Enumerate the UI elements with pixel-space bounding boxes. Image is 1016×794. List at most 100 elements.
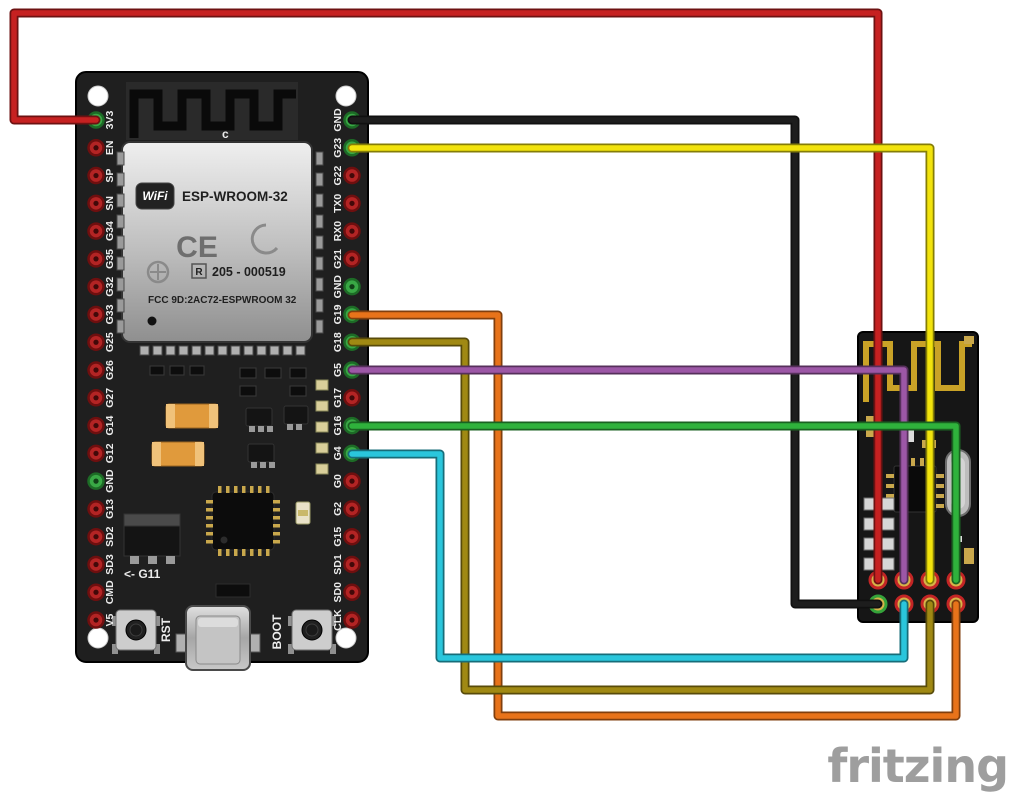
wire-signal-cyan-from-g4[interactable] bbox=[347, 449, 909, 663]
tantalum-capacitor bbox=[151, 441, 205, 467]
shield-dot bbox=[147, 316, 157, 326]
pin-hole bbox=[93, 228, 99, 234]
ground-cert-lines-icon bbox=[150, 264, 166, 280]
esp32-pin-label-clk: CLK bbox=[332, 609, 344, 631]
esp32-pin-label-sd1: SD1 bbox=[332, 554, 344, 575]
wire-signal-olive-from-g18[interactable] bbox=[349, 339, 933, 693]
esp32-devkit-board[interactable]: c WiFi ESP-WROOM-32 CE R 205 - 000519 FC… bbox=[75, 71, 369, 671]
esp32-pin-label-gnd: GND bbox=[332, 108, 344, 132]
esp32-pin-label-g13: G13 bbox=[104, 499, 116, 519]
pin-hole bbox=[93, 422, 99, 429]
module-model-label: ESP-WROOM-32 bbox=[182, 189, 288, 204]
esp32-pin-label-g19: G19 bbox=[332, 304, 344, 324]
pin-hole bbox=[93, 534, 99, 540]
wires-layer bbox=[9, 8, 961, 721]
boot-button[interactable] bbox=[288, 609, 336, 654]
pin-hole bbox=[349, 617, 355, 623]
esp32-pin-label-g17: G17 bbox=[332, 388, 344, 408]
esp32-pin-label-g35: G35 bbox=[104, 249, 116, 269]
reg-mark-box bbox=[191, 263, 207, 279]
pin-hole bbox=[93, 256, 99, 262]
pin-hole bbox=[93, 311, 99, 318]
esp32-pin-label-g0: G0 bbox=[332, 474, 344, 488]
esp32-pin-label-g2: G2 bbox=[332, 502, 344, 516]
reg-mark-letter: R bbox=[195, 267, 203, 278]
mounting-hole bbox=[335, 627, 357, 649]
wire-ground-black-from-gnd[interactable] bbox=[347, 115, 883, 609]
esp32-pin-label-sd2: SD2 bbox=[104, 526, 116, 547]
esp32-pin-label-tx0: TX0 bbox=[332, 194, 344, 213]
esp32-pin-label-gnd: GND bbox=[332, 275, 344, 299]
pin-hole bbox=[93, 617, 99, 623]
wire-signal-orange-from-g19[interactable] bbox=[349, 312, 959, 719]
pin-hole bbox=[93, 506, 99, 512]
wire-signal-purple-from-g5[interactable] bbox=[349, 367, 907, 583]
esp32-pin-label-g22: G22 bbox=[332, 165, 344, 185]
esp32-pin-label-sp: SP bbox=[104, 169, 116, 183]
esp32-pin-label-v5: V5 bbox=[104, 613, 116, 626]
pcb-antenna-trace bbox=[129, 89, 296, 138]
pin-hole bbox=[93, 367, 99, 373]
sot23-transistor bbox=[245, 407, 273, 432]
esp32-pin-label-g12: G12 bbox=[104, 443, 116, 463]
smd-passives bbox=[149, 365, 307, 397]
pin-hole bbox=[349, 228, 355, 234]
esp32-pin-label-sd0: SD0 bbox=[332, 582, 344, 603]
boot-label: BOOT bbox=[270, 614, 284, 649]
esp32-left-pin-header[interactable]: 3V3ENSPSNG34G35G32G33G25G26G27G14G12GNDG… bbox=[87, 111, 117, 629]
pin-hole bbox=[93, 589, 99, 595]
pin-hole bbox=[349, 478, 355, 484]
wire-signal-yellow-from-g23[interactable] bbox=[349, 145, 933, 583]
smd-part bbox=[215, 583, 251, 598]
esp32-pin-label-en: EN bbox=[104, 140, 116, 155]
wire-ground-black-from-gnd[interactable] bbox=[349, 117, 881, 607]
ce-mark: CE bbox=[176, 231, 218, 264]
gold-pad-column bbox=[315, 379, 329, 475]
esp32-pin-label-sd3: SD3 bbox=[104, 554, 116, 575]
pin-hole bbox=[93, 478, 99, 484]
pin-hole bbox=[349, 506, 355, 512]
esp32-pin-label-g26: G26 bbox=[104, 360, 116, 380]
sot23-transistor bbox=[283, 405, 309, 430]
nrf24l01-module[interactable] bbox=[857, 331, 979, 623]
pin-hole bbox=[93, 561, 99, 568]
esp32-pin-label-g27: G27 bbox=[104, 388, 116, 408]
voltage-regulator bbox=[123, 513, 181, 564]
micro-usb-connector[interactable] bbox=[175, 605, 261, 671]
esp32-pin-label-g15: G15 bbox=[332, 527, 344, 547]
antenna-pad bbox=[964, 336, 974, 344]
mounting-hole bbox=[87, 85, 109, 107]
esp32-decor bbox=[116, 151, 324, 556]
esp32-pin-label-g18: G18 bbox=[332, 332, 344, 352]
rst-button[interactable] bbox=[112, 609, 160, 654]
wire-power-red-from-3v3[interactable] bbox=[11, 10, 881, 583]
esp32-pin-label-g5: G5 bbox=[332, 363, 344, 377]
nrf-decor bbox=[863, 458, 944, 571]
antenna-mark-label: c bbox=[222, 127, 229, 141]
pin-hole bbox=[93, 200, 99, 206]
pin-hole bbox=[349, 395, 355, 401]
pin-hole bbox=[349, 534, 355, 540]
esp32-pin-label-g14: G14 bbox=[104, 416, 116, 436]
pin-hole bbox=[93, 284, 99, 290]
pin-hole bbox=[349, 200, 355, 206]
pin-hole bbox=[349, 256, 355, 262]
mounting-hole bbox=[335, 85, 357, 107]
mounting-hole bbox=[87, 627, 109, 649]
esp32-pin-label-g34: G34 bbox=[104, 221, 116, 241]
pin-hole bbox=[93, 145, 99, 151]
esp32-pin-label-g32: G32 bbox=[104, 277, 116, 297]
g11-silk-label: <- G11 bbox=[124, 567, 161, 581]
esp32-pin-label-g33: G33 bbox=[104, 304, 116, 324]
wire-signal-green-from-g16[interactable] bbox=[349, 423, 959, 583]
esp32-pin-label-sn: SN bbox=[104, 196, 116, 211]
esp32-pin-label-g16: G16 bbox=[332, 416, 344, 436]
wire-signal-cyan-from-g4[interactable] bbox=[349, 451, 907, 661]
esp32-pin-label-g25: G25 bbox=[104, 332, 116, 352]
pin-hole bbox=[349, 589, 355, 595]
wire-signal-purple-from-g5[interactable] bbox=[347, 365, 909, 585]
pin-hole bbox=[349, 284, 355, 290]
tantalum-capacitor bbox=[165, 403, 219, 429]
